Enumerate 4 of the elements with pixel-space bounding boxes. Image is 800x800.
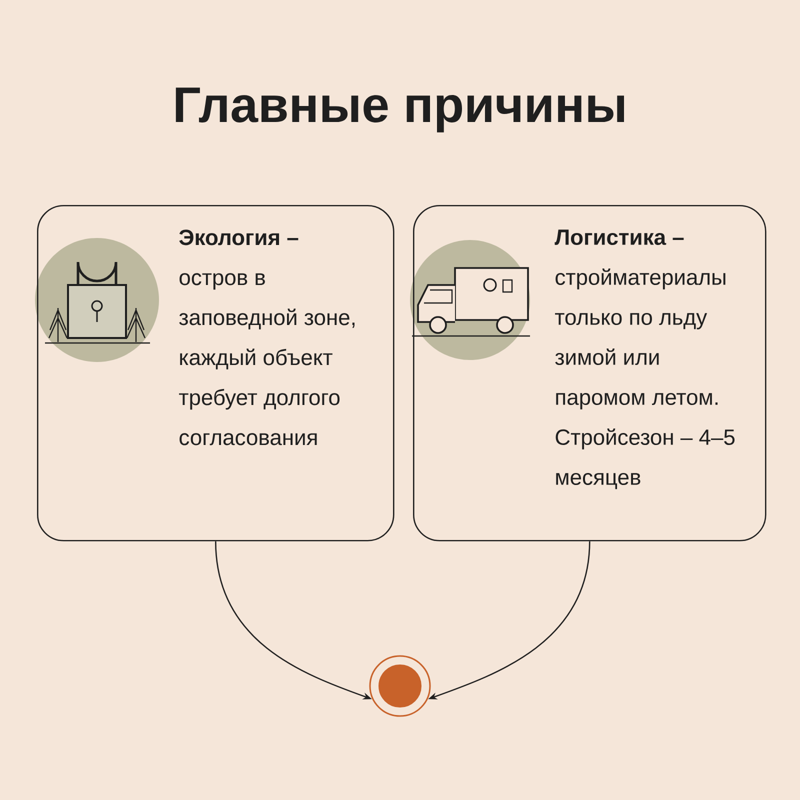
text-card: Экология – остров в заповедной зоне, каждый объект требует долгого согласования xyxy=(37,205,394,542)
title: Главные причины xyxy=(176,88,624,132)
text-card: Логистика – стройматериалы только по льду зимой или паромом летом. Стройсезон – 4–5 месяцев xyxy=(413,205,766,542)
circle-marker xyxy=(369,655,431,717)
